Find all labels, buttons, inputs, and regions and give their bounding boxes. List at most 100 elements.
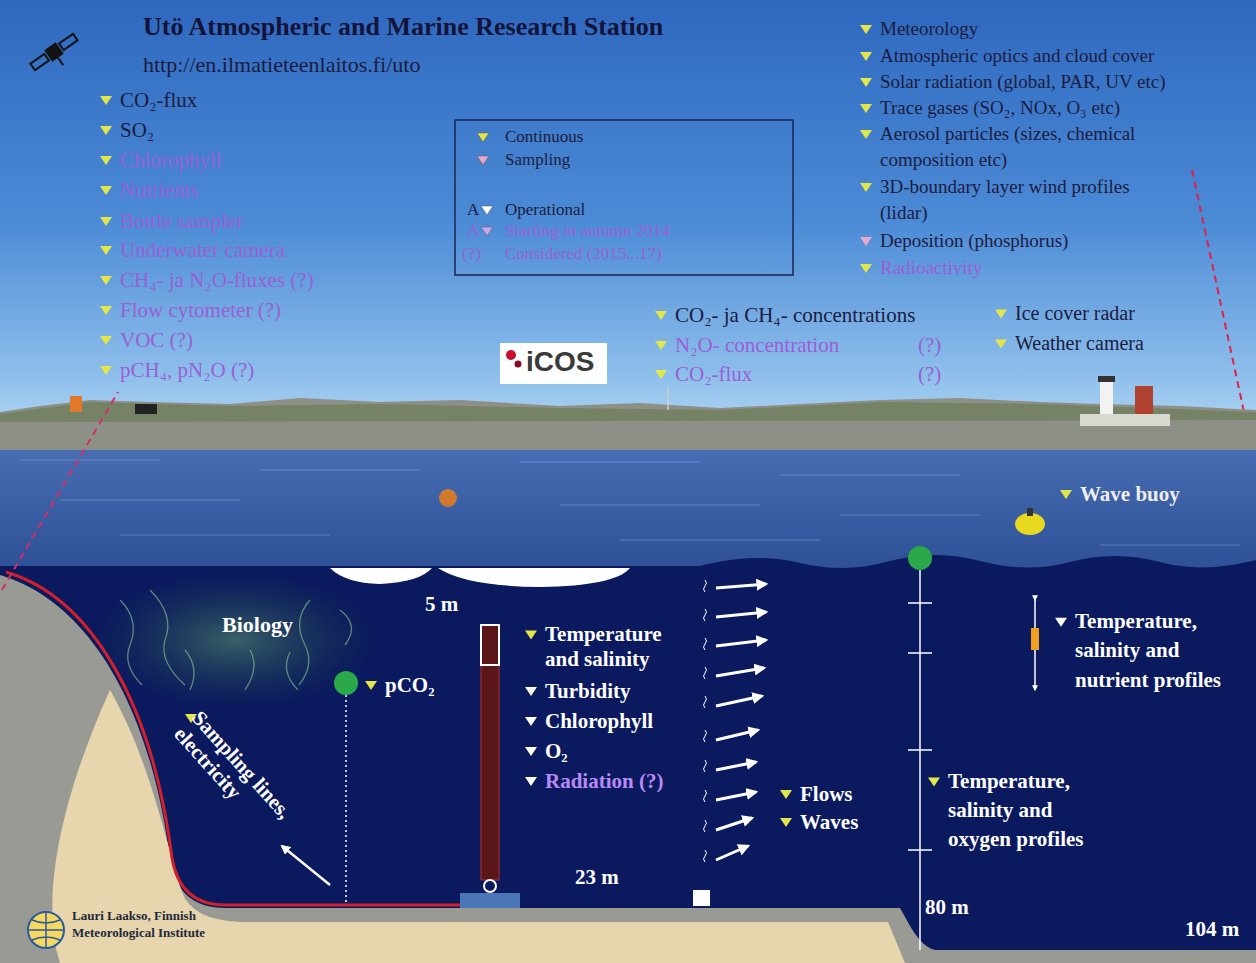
- status-marker: [860, 183, 872, 192]
- measurement-item: Underwater camera: [120, 238, 285, 262]
- legend-text: Sampling: [505, 150, 570, 170]
- measurement-item: CH₄- ja N₂O-fluxes (?): [120, 268, 314, 292]
- flow-arrows: [716, 584, 766, 860]
- sensor-column: [481, 625, 499, 880]
- instrument-label: pCO₂: [385, 673, 434, 697]
- status-marker: [995, 310, 1007, 319]
- island-vegetation: [0, 402, 1256, 422]
- profiler: [1031, 628, 1039, 650]
- sky: [0, 0, 1256, 445]
- buildings: [1080, 414, 1170, 426]
- legend-symbol: (?): [462, 244, 481, 264]
- measurement-item: Solar radiation (global, PAR, UV etc): [880, 69, 1166, 95]
- current-meter: [693, 890, 710, 906]
- measurement-item: CO₂- ja CH₄- concentrations: [675, 303, 915, 327]
- status-marker: [860, 78, 872, 87]
- measurement-item: N₂O- concentration: [675, 333, 839, 357]
- status-marker: [995, 340, 1007, 349]
- sensor-head: [481, 625, 499, 665]
- status-symbol: (?): [918, 362, 941, 386]
- measurement-item: CO₂-flux: [120, 88, 197, 112]
- measurement-item: Weather camera: [1015, 332, 1144, 355]
- mooring-line: [345, 695, 347, 905]
- underwater: [0, 555, 1256, 963]
- pco2-sensor: [334, 671, 358, 695]
- measurement-item: Nutrients: [120, 178, 198, 202]
- status-marker: [525, 631, 537, 640]
- status-marker: [100, 276, 112, 285]
- url-text: http://en.ilmatieteenlaitos.fi/uto: [143, 52, 420, 77]
- measurement-item: 3D-boundary layer wind profiles (lidar): [880, 174, 1170, 226]
- cable-to-station: [2, 392, 118, 590]
- status-marker: [860, 52, 872, 61]
- biology-seaweed: [95, 572, 375, 708]
- sensor-base: [460, 893, 520, 908]
- status-marker: [655, 370, 667, 379]
- status-marker: [525, 717, 537, 726]
- measurement-item: Chlorophyll: [120, 148, 222, 172]
- seaweed-strands: [120, 590, 351, 690]
- legend-swatch: [477, 156, 489, 165]
- instrument-label: Wave buoy: [1080, 482, 1180, 506]
- surface-float: [908, 546, 932, 570]
- legend-letter: A: [467, 221, 479, 241]
- ice: [438, 568, 630, 587]
- instrument-label: Temperature, salinity and nutrient profi…: [1075, 607, 1235, 695]
- instrument-label: Temperature and salinity: [545, 622, 685, 672]
- measurement-item: Atmospheric optics and cloud cover: [880, 43, 1154, 69]
- island: [0, 398, 1256, 450]
- zone-label: Biology: [222, 612, 293, 637]
- satellite-icon: [29, 31, 85, 80]
- status-marker: [100, 186, 112, 195]
- status-marker: [365, 681, 377, 690]
- status-marker: [1055, 618, 1067, 627]
- cable-label: Sampling lines, electricity: [169, 706, 312, 857]
- measurement-item: VOC (?): [120, 328, 193, 352]
- legend-swatch: [481, 227, 493, 236]
- logo-dot: [506, 350, 516, 360]
- status-marker: [655, 311, 667, 320]
- status-marker: [100, 246, 112, 255]
- sensor-ring: [484, 880, 496, 892]
- depth-label: 5 m: [425, 592, 458, 616]
- legend-text: Considered (2015...17): [505, 244, 662, 264]
- title: Utö Atmospheric and Marine Research Stat…: [143, 12, 663, 42]
- depth-label: 104 m: [1185, 917, 1239, 941]
- buoy: [439, 489, 457, 507]
- status-marker: [100, 336, 112, 345]
- author-credit: Lauri Laakso, Finnish Meteorological Ins…: [72, 908, 247, 942]
- instrument-label: Flows: [800, 782, 853, 806]
- status-marker: [780, 818, 792, 827]
- measurement-item: Ice cover radar: [1015, 302, 1135, 325]
- seabed-sand: [52, 690, 905, 963]
- logo-dot: [515, 361, 522, 368]
- direction-arrow: [282, 846, 330, 885]
- status-marker: [780, 790, 792, 799]
- legend-swatch: [481, 206, 493, 215]
- logo-dots: [503, 347, 523, 377]
- legend-text: Continuous: [505, 127, 583, 147]
- legend-letter: A: [467, 200, 479, 220]
- measurement-item: Deposition (phosphorus): [880, 228, 1068, 254]
- lidar-beam: [1192, 170, 1250, 440]
- measurement-item: Radioactivity: [880, 255, 982, 281]
- lighthouse-top: [1098, 376, 1115, 382]
- mast: [667, 388, 669, 410]
- measurement-item: Bottle sampler: [120, 209, 243, 233]
- status-marker: [525, 777, 537, 786]
- status-marker: [100, 96, 112, 105]
- wave-buoy-symbol: [1015, 513, 1045, 535]
- seabed-gravel: [0, 575, 1256, 963]
- status-marker: [525, 747, 537, 756]
- instrument-label: Chlorophyll: [545, 709, 653, 733]
- instrument-label: Turbidity: [545, 679, 631, 703]
- legend-swatch: [477, 133, 489, 142]
- instrument-label: Radiation (?): [545, 769, 663, 793]
- status-marker: [100, 156, 112, 165]
- instrument-label: Temperature, salinity and oxygen profile…: [948, 767, 1108, 854]
- status-marker: [860, 237, 872, 246]
- wave-buoy-mast: [1027, 508, 1033, 516]
- station-hut: [70, 396, 82, 412]
- measurement-item: Flow cytometer (?): [120, 298, 281, 322]
